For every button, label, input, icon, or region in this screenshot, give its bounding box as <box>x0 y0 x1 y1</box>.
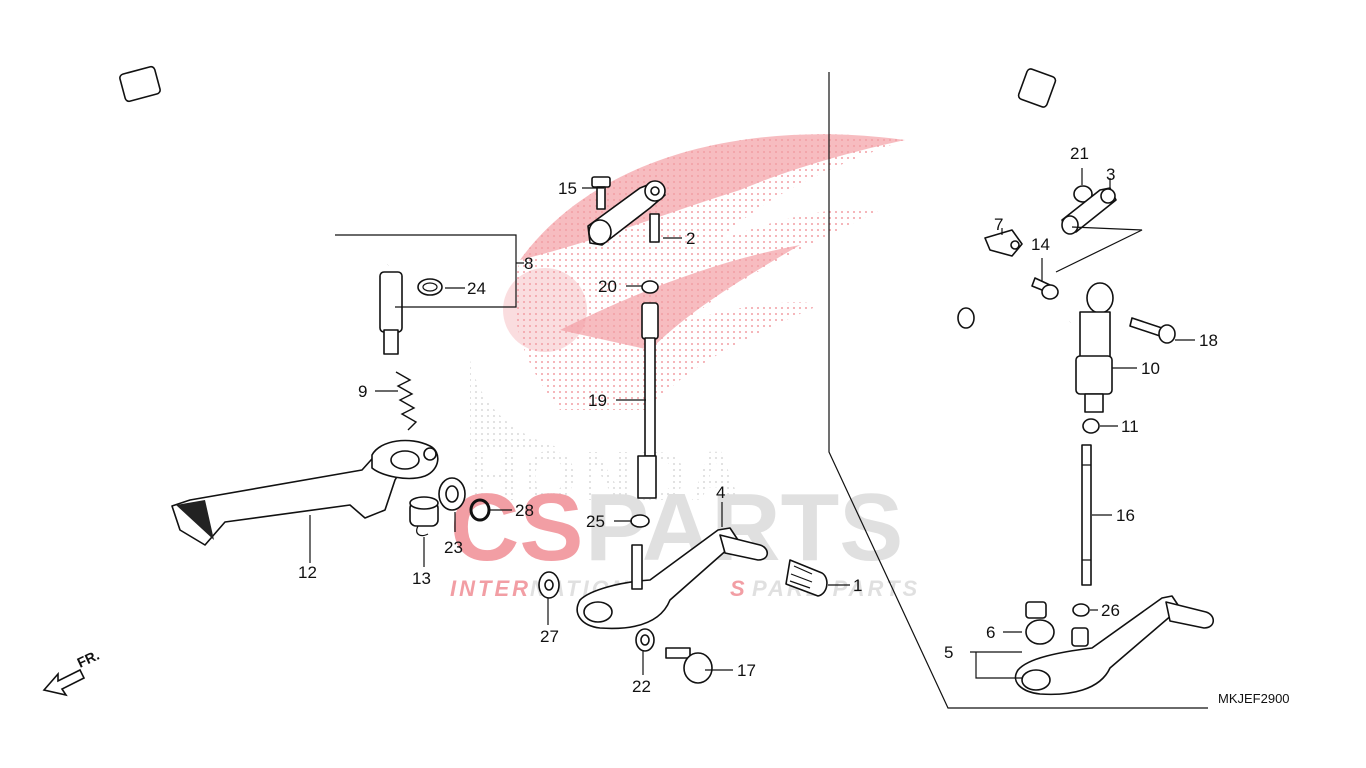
callout-27: 27 <box>540 627 559 646</box>
rod-16 <box>1081 444 1092 586</box>
callout-4: 4 <box>716 483 725 502</box>
callout-17: 17 <box>737 661 756 680</box>
callout-16: 16 <box>1116 506 1135 525</box>
callout-23: 23 <box>444 538 463 557</box>
callout-19: 19 <box>588 391 607 410</box>
nut-11 <box>1082 418 1100 434</box>
callout-1: 1 <box>853 576 862 595</box>
bolt-15 <box>591 176 611 210</box>
shift-pedal-4 <box>576 527 769 630</box>
callout-10: 10 <box>1141 359 1160 378</box>
watermark-honda-text: HONDA <box>468 437 745 515</box>
washer-27 <box>538 571 560 599</box>
front-direction-indicator: FR. <box>42 647 102 697</box>
shift-sensor-body-icon <box>379 271 403 333</box>
callout-28: 28 <box>515 501 534 520</box>
bolt-6 <box>1025 601 1055 645</box>
callout-9: 9 <box>358 382 367 401</box>
rubber-1 <box>785 559 828 597</box>
honda-wing-logo <box>470 134 905 450</box>
callout-6: 6 <box>986 623 995 642</box>
bolt-14 <box>1031 277 1059 300</box>
nut-21 <box>1073 185 1093 203</box>
callout-14: 14 <box>1031 235 1050 254</box>
sensor-10 <box>1075 282 1114 413</box>
watermark-tagline-c: S <box>730 576 748 601</box>
shift-pedal-5 <box>1014 595 1215 696</box>
callout-21: 21 <box>1070 144 1089 163</box>
callout-7: 7 <box>994 215 1003 234</box>
washer-23 <box>438 477 466 511</box>
callout-13: 13 <box>412 569 431 588</box>
watermark-tagline-d: PARE PARTS <box>752 576 920 601</box>
callout-11: 11 <box>1121 417 1139 436</box>
watermark-tagline-a: INTER <box>450 576 531 601</box>
sensor-harness-8 <box>119 65 403 355</box>
bolt-18 <box>1129 317 1176 344</box>
sensor-harness-7 <box>957 68 1071 337</box>
watermark-cs-text: CS <box>450 474 583 581</box>
callout-25: 25 <box>586 512 605 531</box>
callout-22: 22 <box>632 677 651 696</box>
nut-26 <box>1072 603 1090 617</box>
callout-20: 20 <box>598 277 617 296</box>
callout-26: 26 <box>1101 601 1120 620</box>
washer-22 <box>635 628 655 652</box>
callout-18: 18 <box>1199 331 1218 350</box>
callout-12: 12 <box>298 563 317 582</box>
pivot-bolt-17 <box>665 647 713 684</box>
connector-icon <box>119 65 161 103</box>
spring-9 <box>395 371 418 431</box>
direction-label: FR. <box>75 647 102 671</box>
pedal-12 <box>171 439 439 546</box>
callout-labels: 8 24 9 12 13 23 28 15 2 20 19 25 4 1 27 … <box>298 144 1218 696</box>
shift-arm-3 <box>1061 187 1117 235</box>
shift-rod-19 <box>637 302 659 499</box>
callout-24: 24 <box>467 279 486 298</box>
variant-divider <box>828 72 1208 709</box>
shift-arm-2 <box>587 180 666 246</box>
leader-lines <box>309 168 1195 679</box>
callout-8: 8 <box>524 254 533 273</box>
callout-15: 15 <box>558 179 577 198</box>
watermark: HONDA CS PARTS INTER NATIONAL S PARE PAR… <box>450 134 920 601</box>
circlip-24 <box>417 278 443 296</box>
nut-20 <box>641 280 659 294</box>
nut-25 <box>630 514 650 528</box>
arrow-icon <box>42 668 86 697</box>
collar-13 <box>409 496 439 537</box>
diagram-code: MKJEF2900 <box>1218 691 1290 706</box>
callout-5: 5 <box>944 643 953 662</box>
callout-3: 3 <box>1106 165 1115 184</box>
callout-2: 2 <box>686 229 695 248</box>
